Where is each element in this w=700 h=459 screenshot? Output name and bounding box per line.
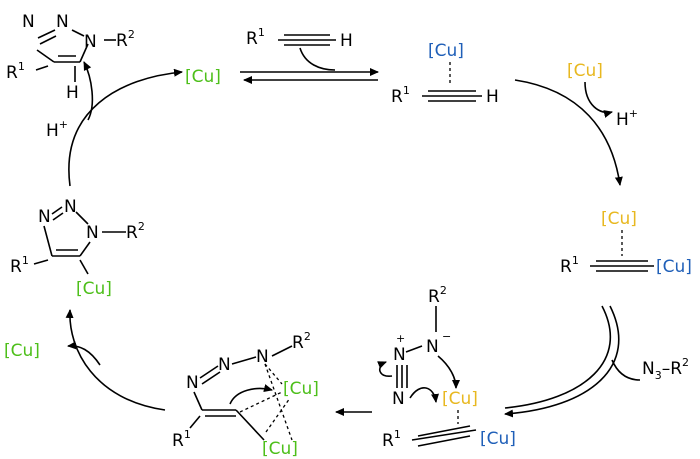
r1-label: R1 (246, 26, 265, 49)
n-atom: N (22, 12, 35, 32)
deprotonation-step: [Cu] H+ (514, 61, 638, 186)
n-atom: N (218, 355, 231, 375)
copper-triazolide: N N N R2 R1 [Cu] (10, 197, 145, 299)
cu-release-step: [Cu] (4, 309, 166, 411)
r1-label: R1 (172, 428, 191, 451)
terminal-alkyne: R1 H (246, 26, 353, 51)
cu-pi-label: [Cu] (428, 41, 464, 61)
r1-label: R1 (391, 84, 410, 107)
h-atom: H (486, 87, 499, 107)
n-atom: N (86, 223, 99, 243)
cu-yellow-label: [Cu] (567, 61, 603, 81)
h-atom: H (66, 83, 79, 103)
h-atom: H (340, 31, 353, 51)
cu-blue-label: [Cu] (480, 429, 516, 449)
r2-label: R2 (292, 330, 311, 353)
n-atom: N (392, 389, 405, 409)
cu-green-label: [Cu] (4, 341, 40, 361)
n-atom: N (84, 32, 97, 52)
cu-green-label: [Cu] (76, 279, 112, 299)
n-atom: N (393, 345, 406, 365)
cu-yellow-label: [Cu] (442, 389, 478, 409)
n-atom: N (56, 12, 69, 32)
h-plus-label: H+ (616, 107, 638, 130)
n-atom: N (256, 347, 269, 367)
r1-label: R1 (560, 254, 579, 277)
r2-label: R2 (116, 28, 135, 51)
n-atom: N (186, 373, 199, 393)
cu-yellow-label: [Cu] (601, 209, 637, 229)
r2-label: R2 (126, 220, 145, 243)
minus-charge: − (442, 330, 451, 343)
cu-blue-label: [Cu] (656, 257, 692, 277)
r1-label: R1 (382, 428, 401, 451)
cu-green-label: [Cu] (283, 379, 319, 399)
cycle-close-arrow (68, 68, 183, 187)
r2-label: R2 (428, 284, 447, 307)
protonation-step: H+ (46, 61, 94, 141)
r1-label: R1 (10, 254, 29, 277)
n-atom: N (426, 337, 439, 357)
cu-catalyst-label: [Cu] (185, 67, 221, 87)
azide-addition-step: N3–R2 (504, 305, 689, 418)
copper-acetylide: [Cu] R1 [Cu] (560, 209, 692, 277)
azide-label: N3–R2 (642, 356, 689, 382)
n-atom: N (38, 207, 51, 227)
h-plus-label: H+ (46, 118, 68, 141)
equilibrium-arrows (240, 47, 379, 84)
product-triazole: N N N R2 R1 H (6, 12, 135, 103)
metallacycle: N N N R2 R1 [Cu] [Cu] (172, 330, 319, 459)
plus-charge: + (396, 332, 405, 345)
n-atom: N (64, 197, 77, 217)
azide-coordination: R2 N − N + N [Cu] R1 [Cu] (377, 284, 516, 451)
pi-complex: [Cu] R1 H (391, 41, 499, 107)
r1-label: R1 (6, 60, 25, 83)
cu-green-label: [Cu] (262, 439, 298, 459)
